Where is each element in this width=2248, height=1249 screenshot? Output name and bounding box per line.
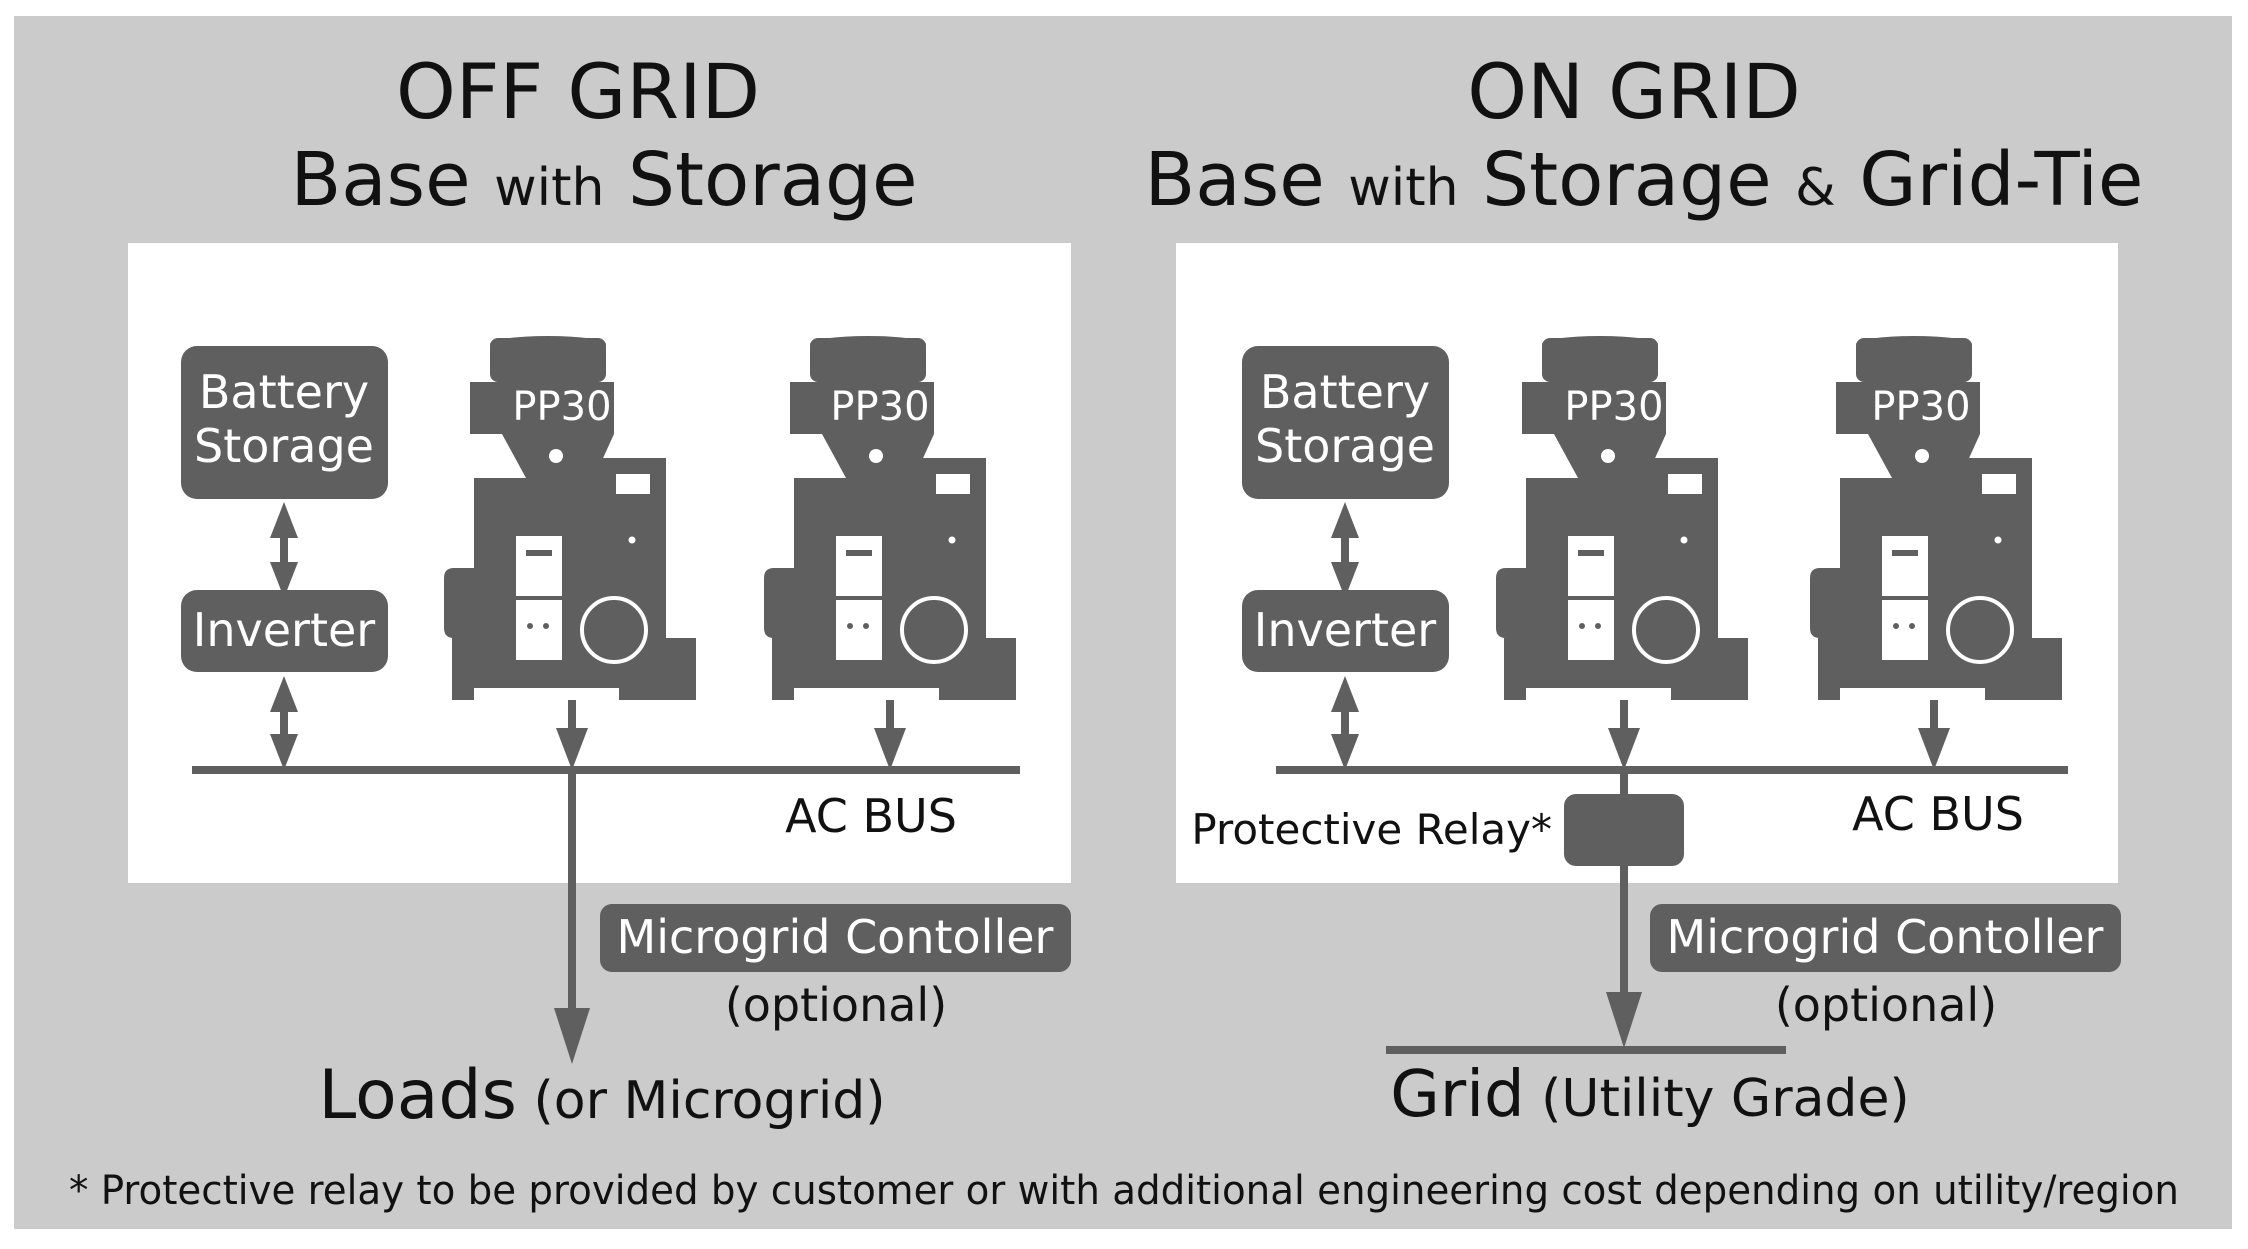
battery-storage-box bbox=[181, 346, 388, 499]
ac-bus-label: AC BUS bbox=[785, 789, 957, 843]
battery-storage-box bbox=[1242, 346, 1449, 499]
microgrid-optional-label: (optional) bbox=[1775, 978, 1997, 1032]
pp30-generator-1: PP30 bbox=[442, 334, 698, 702]
on-grid-section: ON GRID Base with Storage & Grid-Tie Bat… bbox=[1145, 47, 2144, 1132]
pp30-label-2: PP30 bbox=[830, 384, 929, 430]
microgrid-controller-label: Microgrid Contoller bbox=[1667, 910, 2104, 964]
inverter-bus-connector bbox=[270, 676, 298, 770]
grid-feed-line bbox=[1620, 864, 1628, 996]
microgrid-optional-label: (optional) bbox=[725, 978, 947, 1032]
protective-relay-label: Protective Relay* bbox=[1191, 805, 1552, 854]
inverter-box bbox=[181, 590, 388, 672]
ac-bus-line bbox=[192, 766, 1020, 774]
off-grid-subtitle: Base with Storage bbox=[290, 137, 917, 223]
microgrid-controller-box bbox=[1650, 904, 2121, 972]
protective-relay-box bbox=[1564, 794, 1684, 866]
off-grid-title: OFF GRID bbox=[396, 47, 760, 136]
loads-feed-line bbox=[568, 770, 576, 1012]
loads-label: Loads (or Microgrid) bbox=[318, 1056, 885, 1135]
off-grid-section: OFF GRID Base with Storage Battery Stora… bbox=[128, 47, 1071, 1135]
ac-bus-label: AC BUS bbox=[1852, 787, 2024, 841]
grid-arrow bbox=[1606, 992, 1642, 1048]
microgrid-controller-label: Microgrid Contoller bbox=[617, 910, 1054, 964]
ac-bus-line bbox=[1276, 766, 2068, 774]
microgrid-controller-box bbox=[600, 904, 1071, 972]
battery-inverter-connector bbox=[1331, 502, 1359, 598]
loads-arrow bbox=[554, 1008, 590, 1064]
on-grid-title: ON GRID bbox=[1467, 47, 1800, 136]
grid-label: Grid (Utility Grade) bbox=[1390, 1058, 1909, 1132]
generator-bus-arrows bbox=[556, 700, 906, 770]
generator-bus-arrows bbox=[1608, 700, 1950, 770]
battery-storage-label-1: Battery bbox=[199, 365, 369, 419]
grid-line bbox=[1386, 1046, 1786, 1054]
relay-upper-line bbox=[1620, 770, 1628, 796]
pp30-label-1: PP30 bbox=[1564, 384, 1663, 430]
inverter-bus-connector bbox=[1331, 676, 1359, 770]
pp30-generator-2: PP30 bbox=[1808, 334, 2064, 702]
pp30-generator-2: PP30 bbox=[762, 334, 1018, 702]
battery-inverter-connector bbox=[270, 502, 298, 598]
pp30-label-2: PP30 bbox=[1871, 384, 1970, 430]
inverter-box bbox=[1242, 590, 1449, 672]
pp30-generator-1: PP30 bbox=[1494, 334, 1750, 702]
footnote: * Protective relay to be provided by cus… bbox=[69, 1168, 2179, 1214]
on-grid-subtitle: Base with Storage & Grid-Tie bbox=[1145, 137, 2144, 223]
battery-storage-label-2: Storage bbox=[194, 419, 374, 473]
inverter-label: Inverter bbox=[1254, 603, 1436, 657]
inverter-label: Inverter bbox=[193, 603, 375, 657]
battery-storage-label-1: Battery bbox=[1260, 365, 1430, 419]
pp30-label-1: PP30 bbox=[512, 384, 611, 430]
battery-storage-label-2: Storage bbox=[1255, 419, 1435, 473]
